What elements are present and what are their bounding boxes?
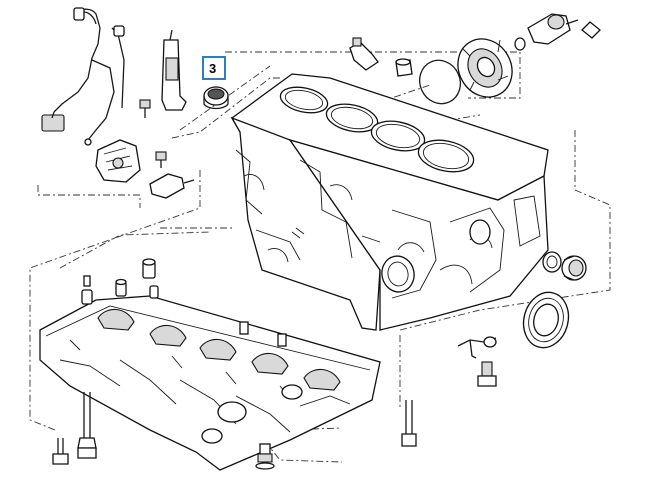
side-bolt-left bbox=[52, 438, 69, 465]
cylinder-bores bbox=[279, 86, 475, 173]
knock-sensor bbox=[95, 139, 141, 183]
oil-pressure-switch bbox=[149, 173, 195, 199]
bearing-saddles bbox=[97, 308, 341, 391]
temperature-sensor-bracket bbox=[161, 29, 187, 111]
main-bearing-bolt bbox=[77, 392, 97, 459]
crankshaft-oil-seal bbox=[522, 291, 570, 349]
dowel-pins bbox=[81, 258, 287, 347]
plug-right bbox=[561, 255, 587, 281]
seal-ring-right bbox=[542, 251, 562, 273]
o-ring-top bbox=[418, 59, 462, 105]
small-plug-top bbox=[395, 58, 413, 77]
callout-3: 3 bbox=[202, 56, 226, 80]
small-bolt-left bbox=[139, 99, 167, 168]
lower-block bbox=[39, 295, 381, 471]
side-bolt-right bbox=[401, 400, 417, 447]
small-sensor-top bbox=[349, 37, 379, 71]
oil-pressure-harness bbox=[41, 7, 125, 146]
callout-3-box bbox=[202, 56, 226, 80]
callout-3-label: 3 bbox=[209, 61, 216, 76]
small-ring-top bbox=[514, 37, 526, 51]
water-pump-flange bbox=[457, 38, 513, 98]
cylinder-block bbox=[230, 73, 549, 331]
oil-jet-bolt bbox=[477, 361, 497, 387]
drain-bolt bbox=[255, 443, 275, 470]
thermostat-housing-top bbox=[527, 13, 579, 45]
oil-jet bbox=[457, 336, 497, 359]
small-bolt-top-right bbox=[581, 21, 601, 39]
sealing-plug-part-3 bbox=[203, 86, 229, 110]
